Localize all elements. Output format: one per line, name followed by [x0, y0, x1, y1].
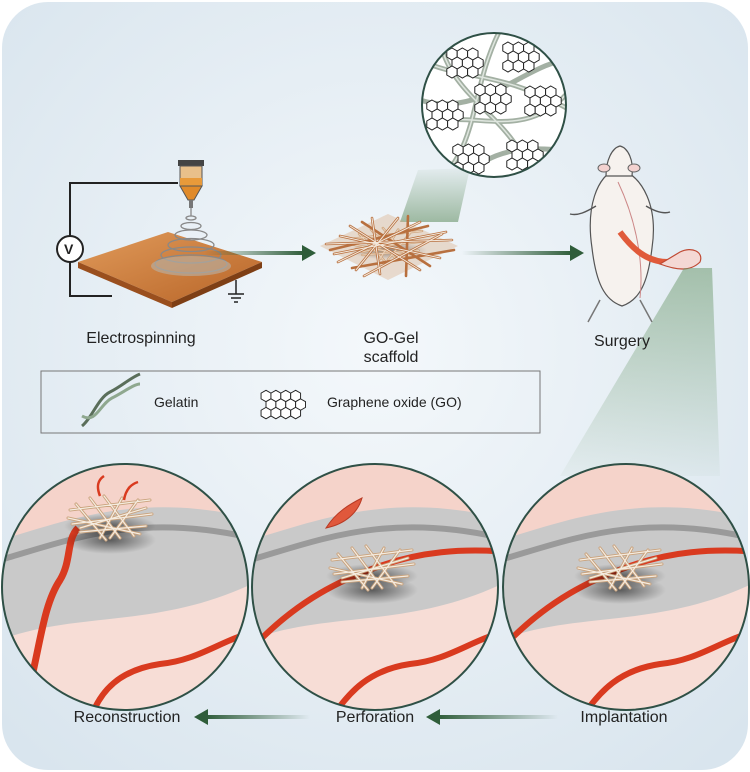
syringe-cap — [178, 160, 204, 166]
label-scaffold-line2: scaffold — [364, 348, 419, 368]
label-perforation: Perforation — [336, 708, 414, 728]
legend-label-gelatin: Gelatin — [154, 394, 198, 410]
label-scaffold-line1: GO-Gel — [363, 329, 418, 349]
legend-label-graphene-oxide: Graphene oxide (GO) — [327, 394, 462, 410]
graphene-hexagon-icon — [261, 390, 305, 419]
label-surgery: Surgery — [594, 332, 650, 352]
label-implantation: Implantation — [580, 708, 667, 728]
voltage-symbol: V — [64, 239, 73, 259]
label-electrospinning: Electrospinning — [86, 329, 195, 349]
label-reconstruction: Reconstruction — [74, 708, 181, 728]
